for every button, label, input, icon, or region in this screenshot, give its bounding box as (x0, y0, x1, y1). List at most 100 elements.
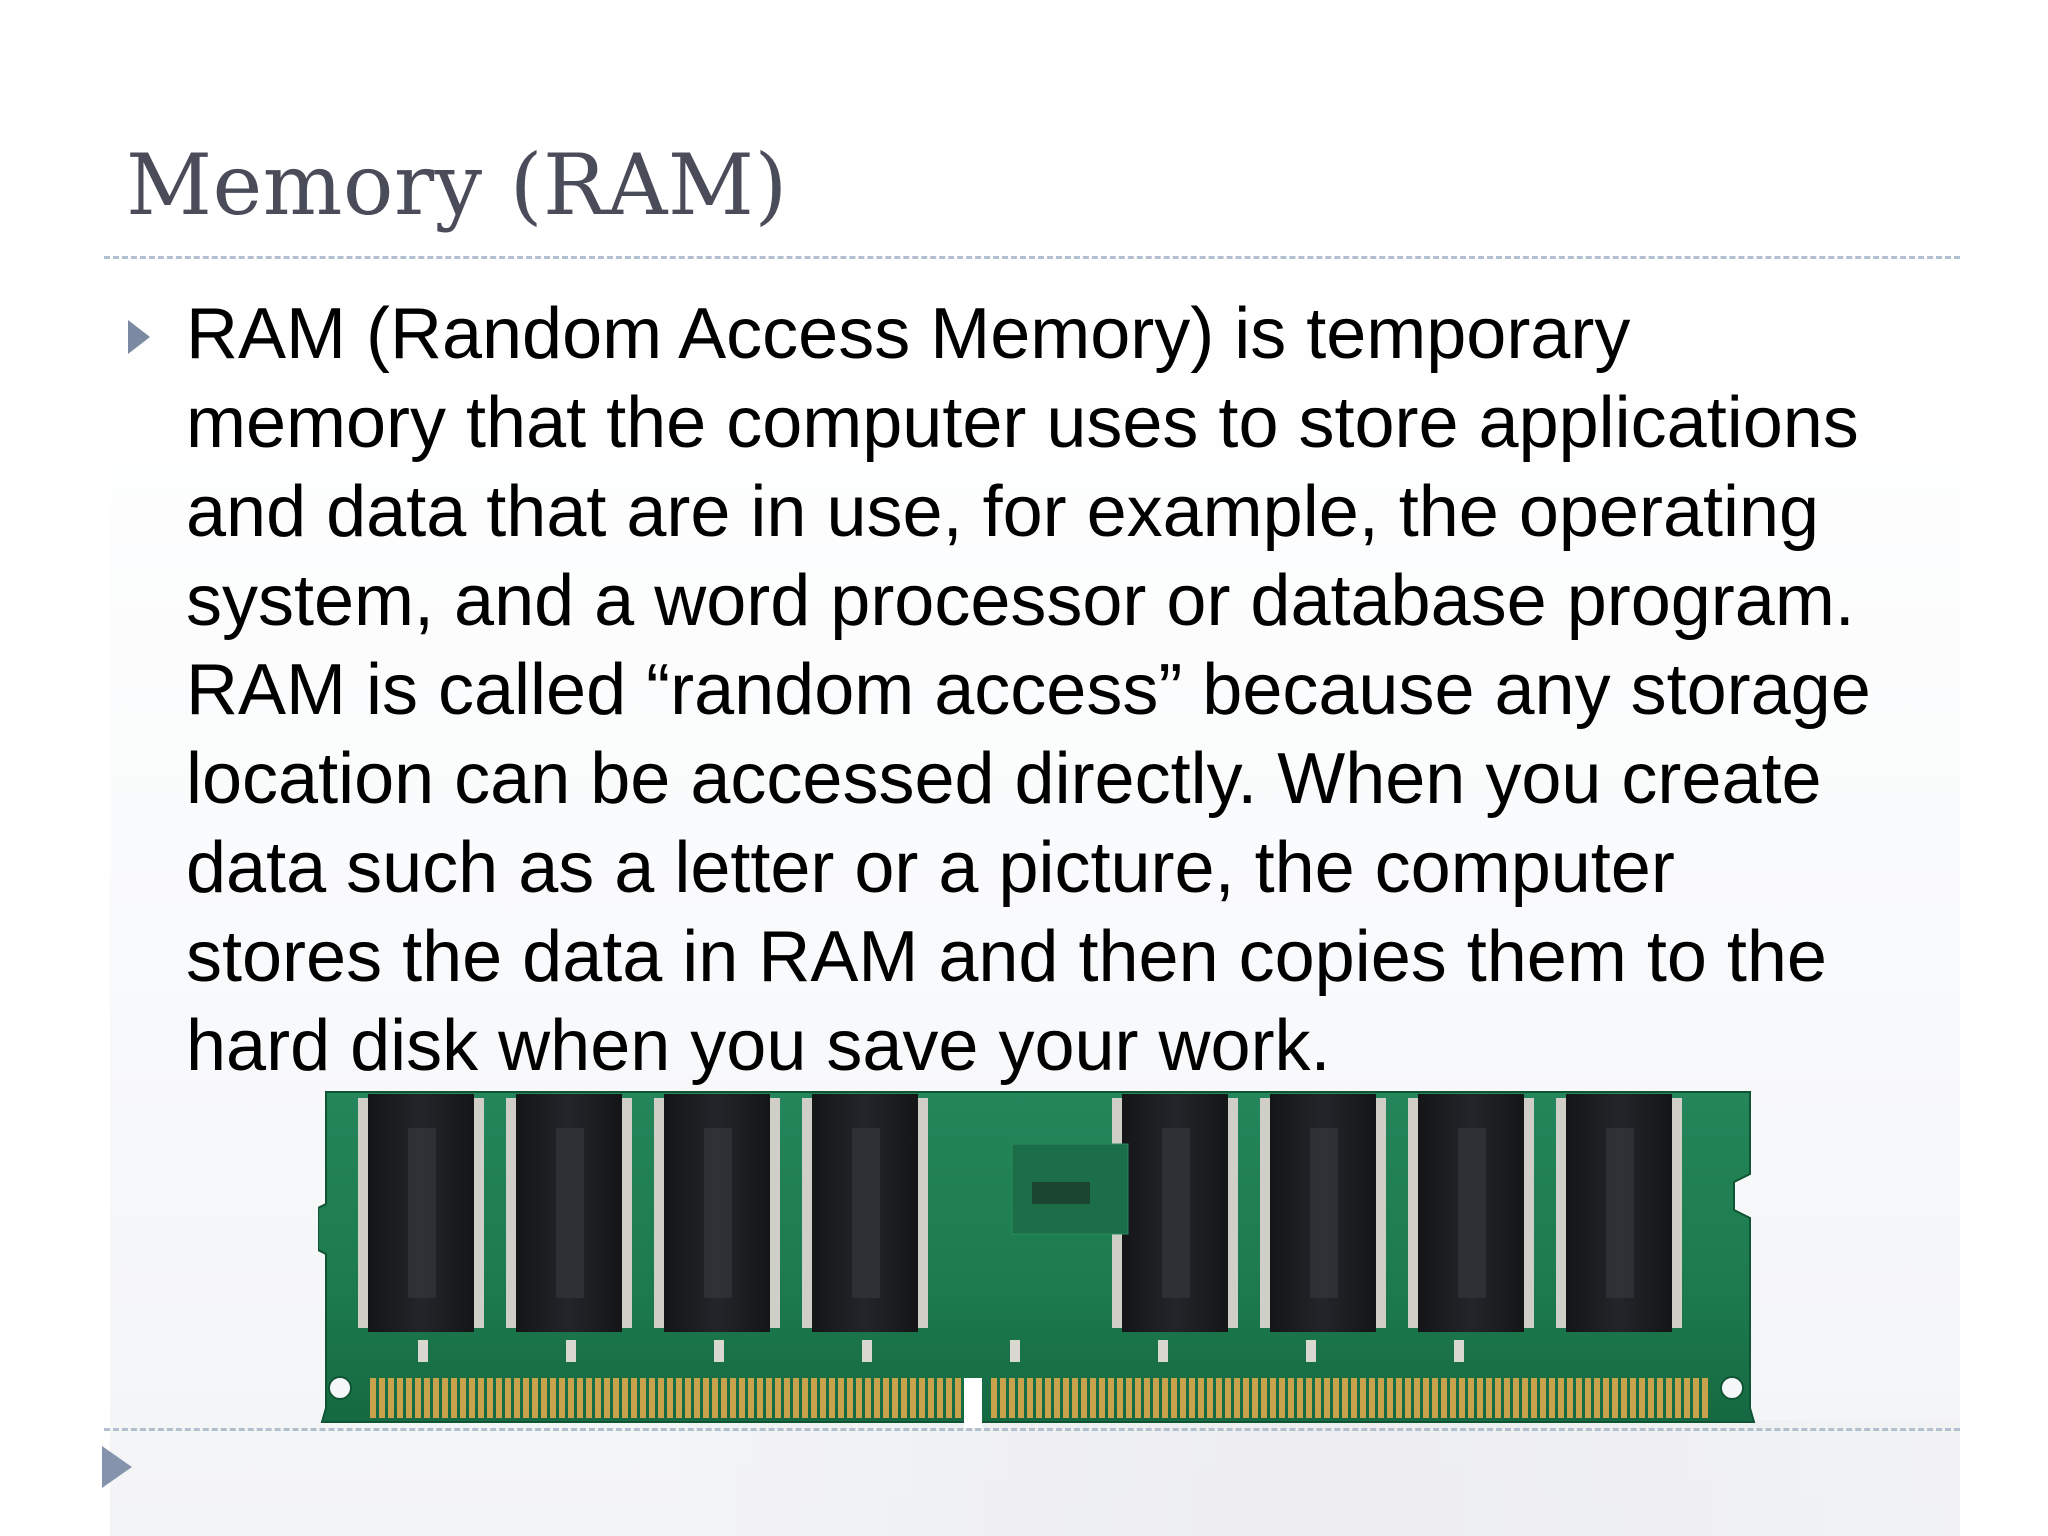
gold-contact (901, 1378, 907, 1418)
gold-contact (1576, 1378, 1582, 1418)
gold-contact (1468, 1378, 1474, 1418)
gold-contact (1279, 1378, 1285, 1418)
gold-contact (1684, 1378, 1690, 1418)
gold-contact (1162, 1378, 1168, 1418)
gold-contact (1000, 1378, 1006, 1418)
gold-contact (406, 1378, 412, 1418)
gold-contact (1405, 1378, 1411, 1418)
gold-contact (388, 1378, 394, 1418)
gold-contact (1027, 1378, 1033, 1418)
gold-contact (649, 1378, 655, 1418)
gold-contact (1234, 1378, 1240, 1418)
title-divider (104, 256, 1960, 259)
gold-contact (1531, 1378, 1537, 1418)
gold-contact (1522, 1378, 1528, 1418)
gold-contact (550, 1378, 556, 1418)
gold-contact (433, 1378, 439, 1418)
gold-contact (1054, 1378, 1060, 1418)
gold-contact (1414, 1378, 1420, 1418)
gold-contact (820, 1378, 826, 1418)
gold-contact (838, 1378, 844, 1418)
gold-contact (658, 1378, 664, 1418)
key-notch (964, 1378, 982, 1428)
gold-contact (721, 1378, 727, 1418)
small-components (418, 1340, 1464, 1362)
capacitor (714, 1340, 724, 1362)
chip-marking (556, 1128, 584, 1298)
gold-contact (397, 1378, 403, 1418)
gold-contact (928, 1378, 934, 1418)
gold-contact (775, 1378, 781, 1418)
gold-contact (1144, 1378, 1150, 1418)
next-slide-triangle-icon[interactable] (102, 1446, 132, 1488)
gold-contact (424, 1378, 430, 1418)
gold-contact (577, 1378, 583, 1418)
gold-contact (505, 1378, 511, 1418)
gold-contact (1621, 1378, 1627, 1418)
capacitor (1010, 1340, 1020, 1362)
gold-contact (523, 1378, 529, 1418)
gold-contact (559, 1378, 565, 1418)
gold-contact (586, 1378, 592, 1418)
gold-contact (1459, 1378, 1465, 1418)
gold-contact (1549, 1378, 1555, 1418)
gold-contact (712, 1378, 718, 1418)
gold-contact (802, 1378, 808, 1418)
gold-contact (442, 1378, 448, 1418)
gold-contact (1360, 1378, 1366, 1418)
gold-contact (1180, 1378, 1186, 1418)
gold-contact (1666, 1378, 1672, 1418)
gold-contact (379, 1378, 385, 1418)
gold-contact (1504, 1378, 1510, 1418)
gold-contact (1423, 1378, 1429, 1418)
slide-background-strip (680, 1420, 1960, 1536)
gold-contact (865, 1378, 871, 1418)
gold-contact (1099, 1378, 1105, 1418)
center-label (1032, 1182, 1090, 1204)
gold-contact (1369, 1378, 1375, 1418)
gold-contact (415, 1378, 421, 1418)
gold-contact (1207, 1378, 1213, 1418)
gold-contact (1036, 1378, 1042, 1418)
ram-module-image (318, 1078, 1758, 1428)
gold-contact (1432, 1378, 1438, 1418)
gold-contact (856, 1378, 862, 1418)
capacitor (1158, 1340, 1168, 1362)
footer-divider (104, 1428, 1960, 1431)
gold-contact (757, 1378, 763, 1418)
gold-contact (1477, 1378, 1483, 1418)
gold-contact (793, 1378, 799, 1418)
gold-contact (1018, 1378, 1024, 1418)
chip-marking (704, 1128, 732, 1298)
gold-contact (1306, 1378, 1312, 1418)
gold-contact (1072, 1378, 1078, 1418)
gold-contact (1639, 1378, 1645, 1418)
gold-contact (478, 1378, 484, 1418)
gold-contact (946, 1378, 952, 1418)
gold-contact (694, 1378, 700, 1418)
gold-contact (811, 1378, 817, 1418)
gold-contact (568, 1378, 574, 1418)
gold-contact (487, 1378, 493, 1418)
gold-contact (1486, 1378, 1492, 1418)
gold-contact (784, 1378, 790, 1418)
gold-contact (631, 1378, 637, 1418)
capacitor (566, 1340, 576, 1362)
gold-contact (1558, 1378, 1564, 1418)
gold-contact (1108, 1378, 1114, 1418)
gold-contact (955, 1378, 961, 1418)
gold-contact (469, 1378, 475, 1418)
gold-contact (1126, 1378, 1132, 1418)
gold-contact (1171, 1378, 1177, 1418)
gold-contact (1450, 1378, 1456, 1418)
gold-contact (1135, 1378, 1141, 1418)
gold-contact (892, 1378, 898, 1418)
chip-marking (1606, 1128, 1634, 1298)
gold-contact (604, 1378, 610, 1418)
gold-contact (730, 1378, 736, 1418)
gold-contact (1333, 1378, 1339, 1418)
gold-contact (1045, 1378, 1051, 1418)
gold-contact (748, 1378, 754, 1418)
gold-contact (1351, 1378, 1357, 1418)
gold-contact (703, 1378, 709, 1418)
